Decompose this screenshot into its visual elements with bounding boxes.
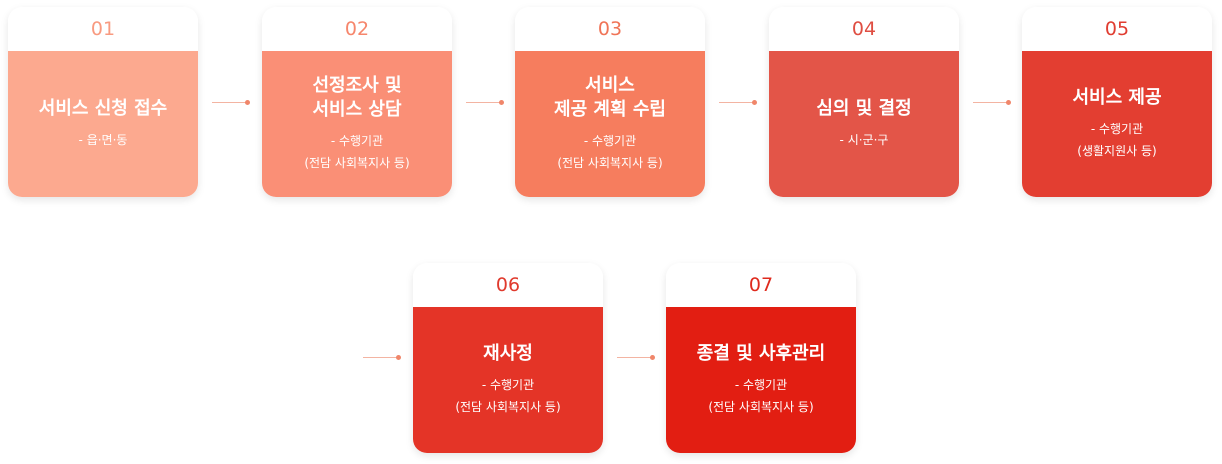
- step-desc-4: - 시·군·구: [840, 129, 889, 151]
- step-card-1: 01 서비스 신청 접수 - 읍·면·동: [8, 7, 198, 197]
- step-number-4: 04: [769, 7, 959, 51]
- connector-dot: [396, 355, 401, 360]
- step-desc-line: (전담 사회복지사 등): [455, 400, 561, 414]
- step-desc-line: - 수행기관: [734, 378, 788, 392]
- step-card-2: 02 선정조사 및 서비스 상담 - 수행기관 (전담 사회복지사 등): [262, 7, 452, 197]
- step-title-3: 서비스 제공 계획 수립: [554, 74, 666, 122]
- connector-arrow: [973, 100, 1011, 105]
- step-card-3: 03 서비스 제공 계획 수립 - 수행기관 (전담 사회복지사 등): [515, 7, 705, 197]
- connector-arrow: [363, 355, 401, 360]
- step-body-6: 재사정 - 수행기관 (전담 사회복지사 등): [413, 307, 603, 453]
- connector-dot: [245, 100, 250, 105]
- step-number-6: 06: [413, 263, 603, 307]
- step-title-line: 선정조사 및: [312, 75, 402, 96]
- step-title-4: 심의 및 결정: [816, 97, 911, 121]
- step-desc-line: (전담 사회복지사 등): [304, 156, 410, 170]
- step-title-line: 서비스 상담: [312, 99, 402, 120]
- step-desc-line: - 수행기관: [583, 134, 637, 148]
- connector-arrow: [617, 355, 655, 360]
- step-desc-2: - 수행기관 (전담 사회복지사 등): [304, 130, 409, 174]
- step-desc-5: - 수행기관 (생활지원사 등): [1077, 118, 1156, 162]
- step-title-line: 서비스 신청 접수: [38, 98, 168, 119]
- connector-dot: [650, 355, 655, 360]
- step-title-line: 재사정: [483, 343, 533, 364]
- step-desc-7: - 수행기관 (전담 사회복지사 등): [708, 374, 813, 418]
- step-title-line: 종결 및 사후관리: [696, 343, 826, 364]
- step-title-2: 선정조사 및 서비스 상담: [312, 74, 401, 122]
- step-number-7: 07: [666, 263, 856, 307]
- connector-dot: [752, 100, 757, 105]
- step-card-7: 07 종결 및 사후관리 - 수행기관 (전담 사회복지사 등): [666, 263, 856, 453]
- step-card-5: 05 서비스 제공 - 수행기관 (생활지원사 등): [1022, 7, 1212, 197]
- step-title-line: 제공 계획 수립: [554, 99, 666, 120]
- step-number-5: 05: [1022, 7, 1212, 51]
- step-body-5: 서비스 제공 - 수행기관 (생활지원사 등): [1022, 51, 1212, 197]
- step-body-3: 서비스 제공 계획 수립 - 수행기관 (전담 사회복지사 등): [515, 51, 705, 197]
- step-desc-line: - 시·군·구: [839, 133, 889, 147]
- step-number-1: 01: [8, 7, 198, 51]
- step-title-7: 종결 및 사후관리: [697, 342, 825, 366]
- connector-dot: [1006, 100, 1011, 105]
- step-title-line: 서비스: [585, 75, 635, 96]
- step-title-5: 서비스 제공: [1072, 86, 1161, 110]
- step-body-2: 선정조사 및 서비스 상담 - 수행기관 (전담 사회복지사 등): [262, 51, 452, 197]
- step-body-4: 심의 및 결정 - 시·군·구: [769, 51, 959, 197]
- step-desc-line: - 수행기관: [1090, 122, 1144, 136]
- step-desc-6: - 수행기관 (전담 사회복지사 등): [455, 374, 560, 418]
- step-title-1: 서비스 신청 접수: [39, 97, 167, 121]
- step-title-line: 심의 및 결정: [816, 98, 912, 119]
- connector-arrow: [212, 100, 250, 105]
- connector-arrow: [719, 100, 757, 105]
- step-desc-line: - 읍·면·동: [78, 133, 128, 147]
- step-desc-3: - 수행기관 (전담 사회복지사 등): [557, 130, 662, 174]
- connector-arrow: [466, 100, 504, 105]
- step-body-1: 서비스 신청 접수 - 읍·면·동: [8, 51, 198, 197]
- step-desc-line: (생활지원사 등): [1077, 144, 1157, 158]
- step-desc-line: (전담 사회복지사 등): [557, 156, 663, 170]
- step-desc-line: (전담 사회복지사 등): [708, 400, 814, 414]
- step-title-6: 재사정: [483, 342, 533, 366]
- step-desc-line: - 수행기관: [330, 134, 384, 148]
- connector-dot: [499, 100, 504, 105]
- step-number-3: 03: [515, 7, 705, 51]
- step-card-6: 06 재사정 - 수행기관 (전담 사회복지사 등): [413, 263, 603, 453]
- step-number-2: 02: [262, 7, 452, 51]
- step-card-4: 04 심의 및 결정 - 시·군·구: [769, 7, 959, 197]
- step-body-7: 종결 및 사후관리 - 수행기관 (전담 사회복지사 등): [666, 307, 856, 453]
- step-desc-line: - 수행기관: [481, 378, 535, 392]
- step-title-line: 서비스 제공: [1072, 87, 1162, 108]
- step-desc-1: - 읍·면·동: [79, 129, 128, 151]
